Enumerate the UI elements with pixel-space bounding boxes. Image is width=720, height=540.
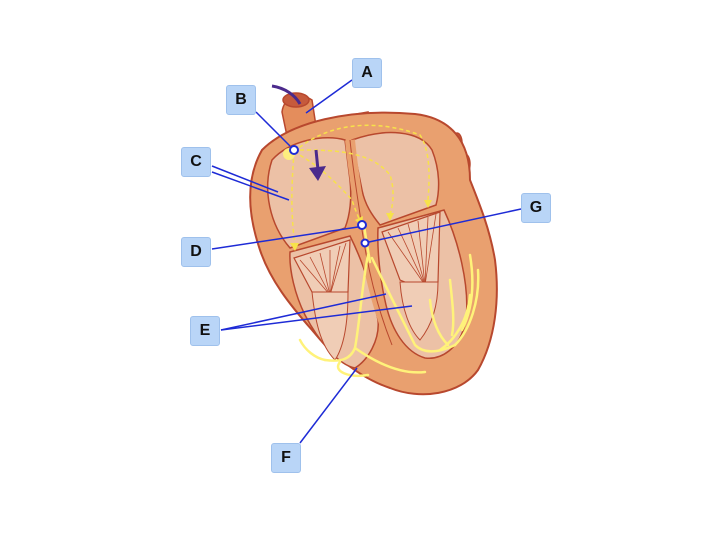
- tricuspid-chordae: [299, 242, 347, 296]
- label-C: C: [181, 147, 211, 177]
- leader-F: [299, 367, 358, 444]
- mitral-chordae: [387, 213, 437, 286]
- label-D: D: [181, 237, 211, 267]
- right-atrium: [266, 137, 352, 249]
- bundle-of-his-marker: [360, 238, 370, 248]
- blood-flow-arrow-in: [271, 84, 302, 105]
- impulse-paths: [291, 124, 430, 246]
- leader-E-1: [220, 293, 387, 331]
- purkinje-fibers-left: [438, 253, 480, 352]
- purkinje-fibers-right: [298, 338, 427, 377]
- septum-outline: [349, 139, 393, 346]
- leader-A: [305, 79, 353, 114]
- blood-flow-arrowhead: [309, 166, 326, 181]
- left-atrium: [351, 131, 440, 226]
- label-G: G: [521, 193, 551, 223]
- conduction-pathways: [298, 223, 480, 377]
- papillary-muscle-left: [399, 281, 439, 341]
- sa-node-marker: [289, 145, 299, 155]
- label-F: F: [271, 443, 301, 473]
- blood-flow-arrow-down: [314, 149, 320, 171]
- label-E: E: [190, 316, 220, 346]
- av-node-marker: [357, 220, 367, 230]
- label-A: A: [352, 58, 382, 88]
- label-B: B: [226, 85, 256, 115]
- leader-C-2: [211, 171, 290, 201]
- leader-E-2: [220, 305, 413, 331]
- leader-lines: [211, 79, 522, 444]
- leader-G: [368, 208, 522, 243]
- leader-B: [255, 111, 291, 147]
- leader-C-1: [211, 165, 279, 193]
- leader-D: [211, 226, 359, 250]
